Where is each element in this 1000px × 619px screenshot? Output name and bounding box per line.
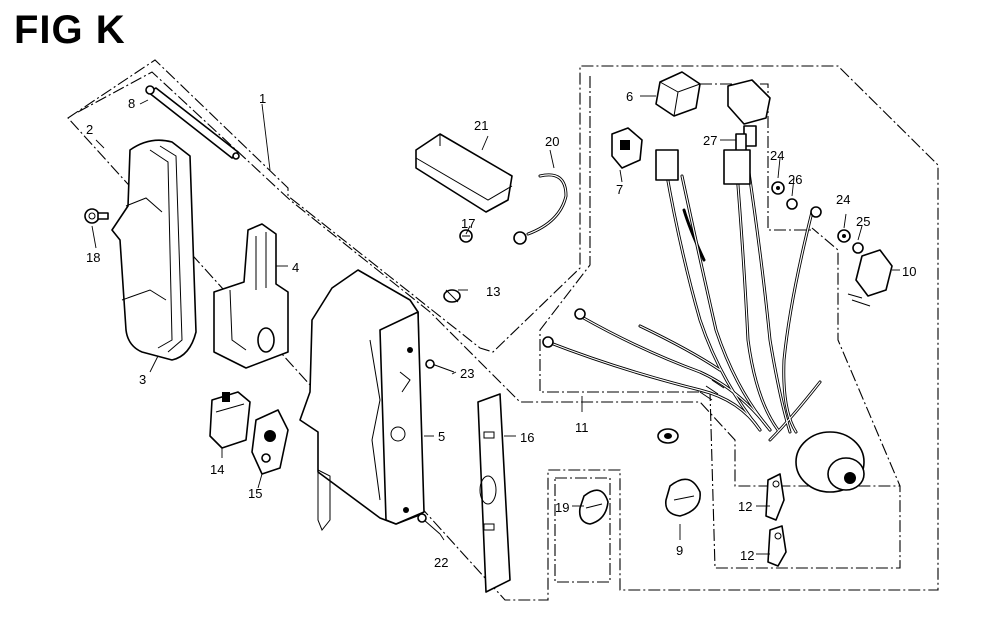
callout-19: 19 — [555, 500, 569, 515]
switch-part — [209, 391, 251, 449]
callout-4: 4 — [292, 260, 299, 275]
wire-harness-part — [542, 149, 822, 442]
callout-12-lower: 12 — [740, 548, 754, 563]
relay-part — [655, 71, 701, 117]
breaker-part — [251, 409, 289, 475]
callout-16: 16 — [520, 430, 534, 445]
fuse-cover-part — [727, 79, 771, 159]
callout-11: 11 — [575, 420, 589, 435]
callout-1: 1 — [259, 91, 266, 106]
callout-7: 7 — [616, 182, 623, 197]
wire-clip-part — [664, 478, 701, 517]
leader-lines — [91, 95, 900, 555]
callout-26: 26 — [788, 172, 802, 187]
control-box-housing-part — [299, 269, 425, 531]
lead-rod-part — [145, 85, 240, 160]
ground-lead-part — [513, 173, 568, 245]
callout-15: 15 — [248, 486, 262, 501]
key-part — [767, 525, 787, 567]
clamp-part — [443, 289, 461, 303]
callout-13: 13 — [486, 284, 500, 299]
clip-group-outline — [554, 477, 611, 583]
washer-part — [786, 198, 798, 210]
callout-9: 9 — [676, 543, 683, 558]
screw-part — [417, 513, 441, 535]
callout-23: 23 — [460, 366, 474, 381]
key-switch-part — [795, 431, 865, 493]
fuse-holder-part — [611, 127, 643, 169]
callout-25: 25 — [856, 214, 870, 229]
callout-3: 3 — [139, 372, 146, 387]
washer-part — [852, 242, 864, 254]
callout-22: 22 — [434, 555, 448, 570]
outer-cover-part — [111, 139, 197, 361]
callout-24-left: 24 — [770, 148, 784, 163]
nut-part — [771, 181, 785, 195]
callout-8: 8 — [128, 96, 135, 111]
grommet-part — [657, 428, 679, 444]
figure-title: FIG K — [14, 8, 126, 52]
control-box-group-outline — [67, 59, 939, 601]
callout-12-upper: 12 — [738, 499, 752, 514]
pad-part — [415, 133, 513, 213]
callout-27: 27 — [703, 133, 717, 148]
nut-part — [837, 229, 851, 243]
bracket-part — [213, 223, 289, 369]
callout-10: 10 — [902, 264, 916, 279]
callout-5: 5 — [438, 429, 445, 444]
inner-panel-outline — [77, 71, 900, 487]
callout-21: 21 — [474, 118, 488, 133]
callout-6: 6 — [626, 89, 633, 104]
terminal-switch-part — [847, 249, 893, 307]
callout-18: 18 — [86, 250, 100, 265]
band-clip-part — [578, 489, 609, 525]
callout-2: 2 — [86, 122, 93, 137]
switch-group-outline — [700, 83, 815, 231]
key-part — [765, 473, 785, 521]
callout-14: 14 — [210, 462, 224, 477]
callout-labels: 1 2 3 4 5 6 7 8 9 10 11 12 12 13 14 15 1… — [86, 89, 916, 570]
callout-24-right: 24 — [836, 192, 850, 207]
bolt-part — [84, 208, 109, 224]
callout-20: 20 — [545, 134, 559, 149]
callout-17: 17 — [461, 216, 475, 231]
screw-part — [425, 359, 455, 373]
harness-group-outline — [539, 76, 901, 569]
gasket-plate-part — [477, 393, 511, 593]
flange-bolt-part — [459, 229, 473, 243]
